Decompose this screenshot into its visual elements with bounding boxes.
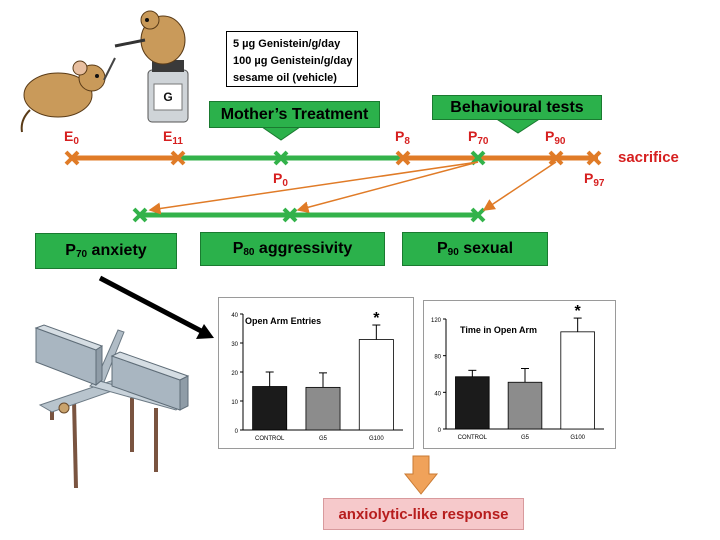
result-box: anxiolytic-like response [323,498,524,530]
right-arrow-icon [98,275,214,339]
tests-down-arrow [493,117,543,134]
behavioural-tests-label: Behavioural tests [450,98,584,116]
bar [358,339,394,431]
category-label: G5 [319,436,328,442]
y-tick-label: 30 [231,342,238,348]
bar [507,381,543,430]
down-arrow-icon [403,455,439,495]
svg-text:G: G [163,90,172,104]
label-p90: P90 [545,128,566,147]
significance-label: * [373,310,380,327]
marker-p97 [586,150,602,166]
dose-legend: 5 µg Genistein/g/day 100 µg Genistein/g/… [226,31,358,87]
y-tick-label: 40 [434,391,441,397]
sacrifice-label: sacrifice [618,149,679,166]
y-tick-label: 20 [231,371,238,377]
category-label: G100 [369,436,384,442]
dose-vehicle: sesame oil (vehicle) [233,72,337,84]
mouse-mother-illustration: G [20,10,189,133]
y-tick-label: 120 [431,318,442,324]
y-tick-label: 80 [434,355,441,361]
timeline-markers [64,150,602,166]
y-tick-label: 40 [231,313,238,319]
significance-label: * [575,303,582,320]
y-tick-label: 0 [438,428,442,434]
marker-p0 [273,150,289,166]
chart-title: Time in Open Arm [460,325,537,335]
dose-5: 5 µg Genistein/g/day [233,38,341,50]
category-label: G100 [570,435,585,441]
label-p8: P8 [395,128,410,147]
label-p0: P0 [273,170,288,189]
chart-title: Open Arm Entries [245,316,321,326]
label-e11: E11 [163,128,183,147]
marker-e0 [64,150,80,166]
marker-e11 [170,150,186,166]
result-label: anxiolytic-like response [338,505,509,523]
category-label: CONTROL [458,435,488,441]
mothers-treatment-box: Mother’s Treatment [209,101,380,128]
y-tick-label: 10 [231,400,238,406]
label-p97: P97 [584,170,605,189]
marker-p90 [548,150,564,166]
bar [252,386,288,431]
category-label: CONTROL [255,436,285,442]
bar [455,376,490,430]
treatment-down-arrow [260,126,302,141]
label-e0: E0 [64,128,79,147]
test-timeline [132,207,486,223]
plus-maze-apparatus-illustration [34,324,190,489]
mothers-treatment-label: Mother’s Treatment [220,105,369,123]
behavioural-tests-box: Behavioural tests [432,95,602,120]
bar [305,386,341,431]
label-p70: P70 [468,128,489,147]
mapping-arrows [148,161,557,215]
category-label: G5 [521,435,530,441]
marker-p8 [395,150,411,166]
dose-100: 100 µg Genistein/g/day [233,55,353,67]
bar [560,331,595,430]
y-tick-label: 0 [235,429,239,435]
